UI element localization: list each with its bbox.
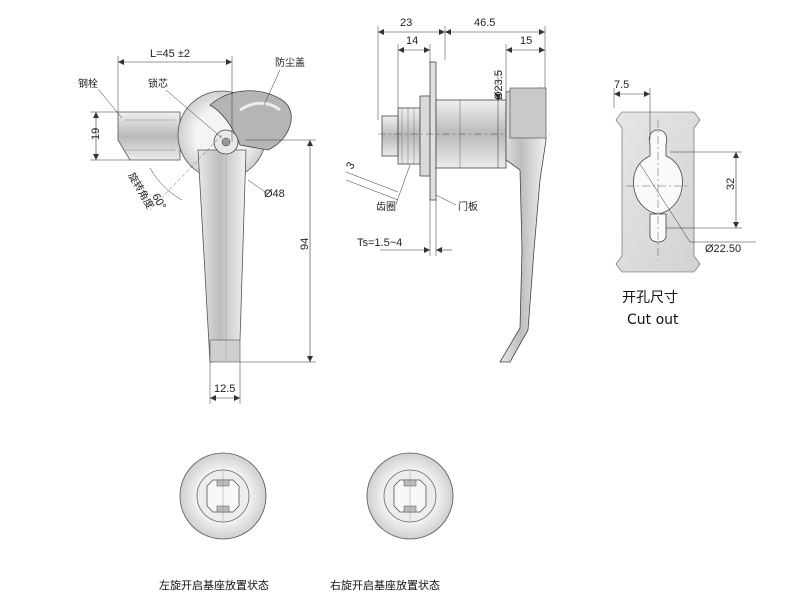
side-view: 23 46.5 14 15 Ø23.5	[344, 17, 550, 363]
angle-60: 60°	[149, 192, 168, 212]
handle-body	[197, 149, 247, 363]
dim-15: 15	[520, 35, 532, 47]
dim-width-12-5: 12.5	[214, 383, 235, 395]
label-bolt: 钢栓	[78, 77, 98, 90]
label-rotation: 旋转角度	[125, 170, 156, 211]
dim-length-94: 94	[299, 238, 311, 250]
label-gear-ring: 齿圈	[376, 201, 396, 213]
cutout-title-cn: 开孔尺寸	[622, 290, 678, 306]
handle-side	[499, 87, 547, 363]
dim-diameter-22-50: Ø22.50	[705, 243, 741, 255]
dim-thickness: Ts=1.5~4	[357, 237, 402, 249]
dim-7-5: 7.5	[614, 79, 629, 91]
cutout-title-en: Cut out	[627, 312, 679, 328]
caption-left-rotation: 左旋开启基座放置状态	[159, 578, 269, 592]
base-view-left: 左旋开启基座放置状态	[159, 452, 269, 592]
dim-3: 3	[344, 160, 357, 171]
dim-32: 32	[725, 178, 737, 190]
dim-46-5: 46.5	[474, 17, 495, 29]
nut	[381, 115, 399, 157]
label-core: 锁芯	[148, 77, 168, 90]
dim-diameter-23-5: Ø23.5	[493, 70, 505, 100]
caption-right-rotation: 右旋开启基座放置状态	[330, 578, 440, 592]
dim-23: 23	[400, 17, 412, 29]
dim-length: L=45 ±2	[150, 48, 190, 60]
dim-height-19: 19	[90, 128, 102, 140]
door-panel	[429, 61, 437, 201]
cutout-view: Ø22.50 7.5 32 开孔尺寸 Cut out	[613, 79, 756, 328]
label-door-panel: 门板	[458, 200, 478, 213]
dim-diameter-48: Ø48	[264, 188, 285, 200]
base-view-right: 右旋开启基座放置状态	[330, 452, 454, 592]
dim-14: 14	[406, 35, 418, 47]
label-dust-cover: 防尘盖	[275, 56, 305, 69]
steel-bolt	[117, 111, 181, 161]
front-view: L=45 ±2 19 钢栓 锁芯 防尘盖 旋转角度 60° Ø48 94 12.…	[78, 48, 316, 404]
